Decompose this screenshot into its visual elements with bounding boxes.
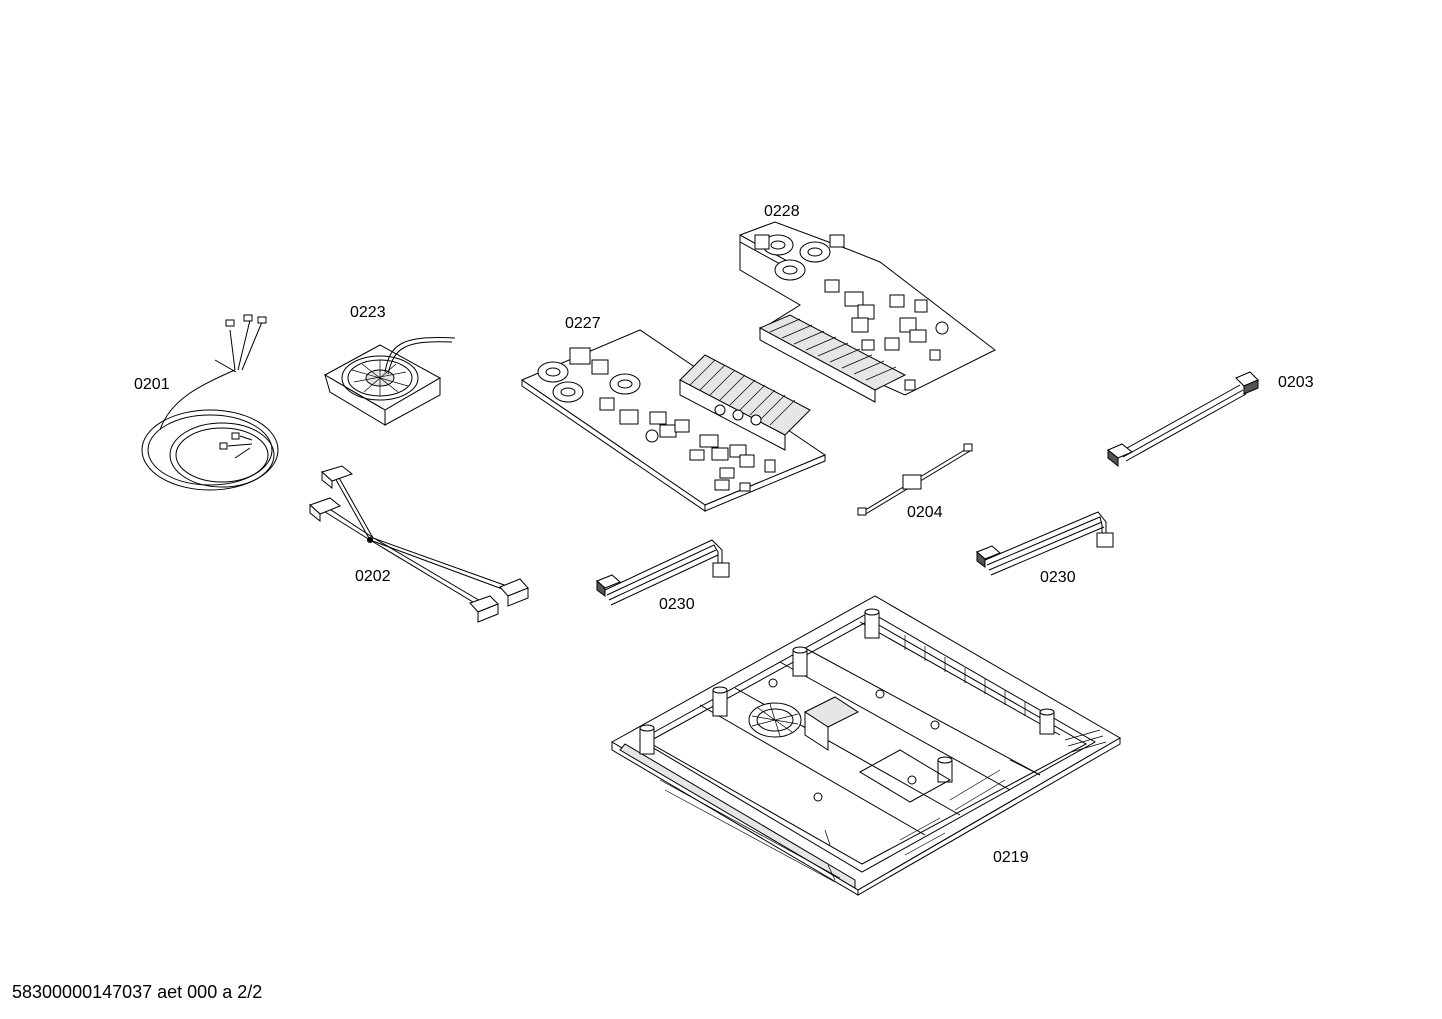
part-label-0204: 0204 (907, 504, 943, 521)
part-cable-drawing (141, 314, 279, 491)
part-housing-drawing (611, 595, 1121, 896)
part-harness-drawing (309, 465, 529, 623)
part-cable-short-drawing (1107, 371, 1259, 468)
part-pcb-a-drawing (520, 329, 827, 512)
part-label-0219: 0219 (993, 849, 1029, 866)
part-label-0228: 0228 (764, 203, 800, 220)
part-label-0230-right: 0230 (1040, 569, 1076, 586)
part-ribbon-a-drawing (596, 539, 730, 606)
part-label-0201: 0201 (134, 376, 170, 393)
part-fan-drawing (323, 336, 456, 426)
document-footer-reference: 58300000147037 aet 000 a 2/2 (12, 982, 263, 1002)
part-label-0202: 0202 (355, 568, 391, 585)
part-label-0230-left: 0230 (659, 596, 695, 613)
part-label-0203: 0203 (1278, 374, 1314, 391)
part-label-0227: 0227 (565, 315, 601, 332)
part-label-0223: 0223 (350, 304, 386, 321)
part-ferrite-cable-drawing (857, 443, 973, 516)
part-ribbon-b-drawing (976, 511, 1114, 576)
part-pcb-b-drawing (739, 221, 996, 403)
